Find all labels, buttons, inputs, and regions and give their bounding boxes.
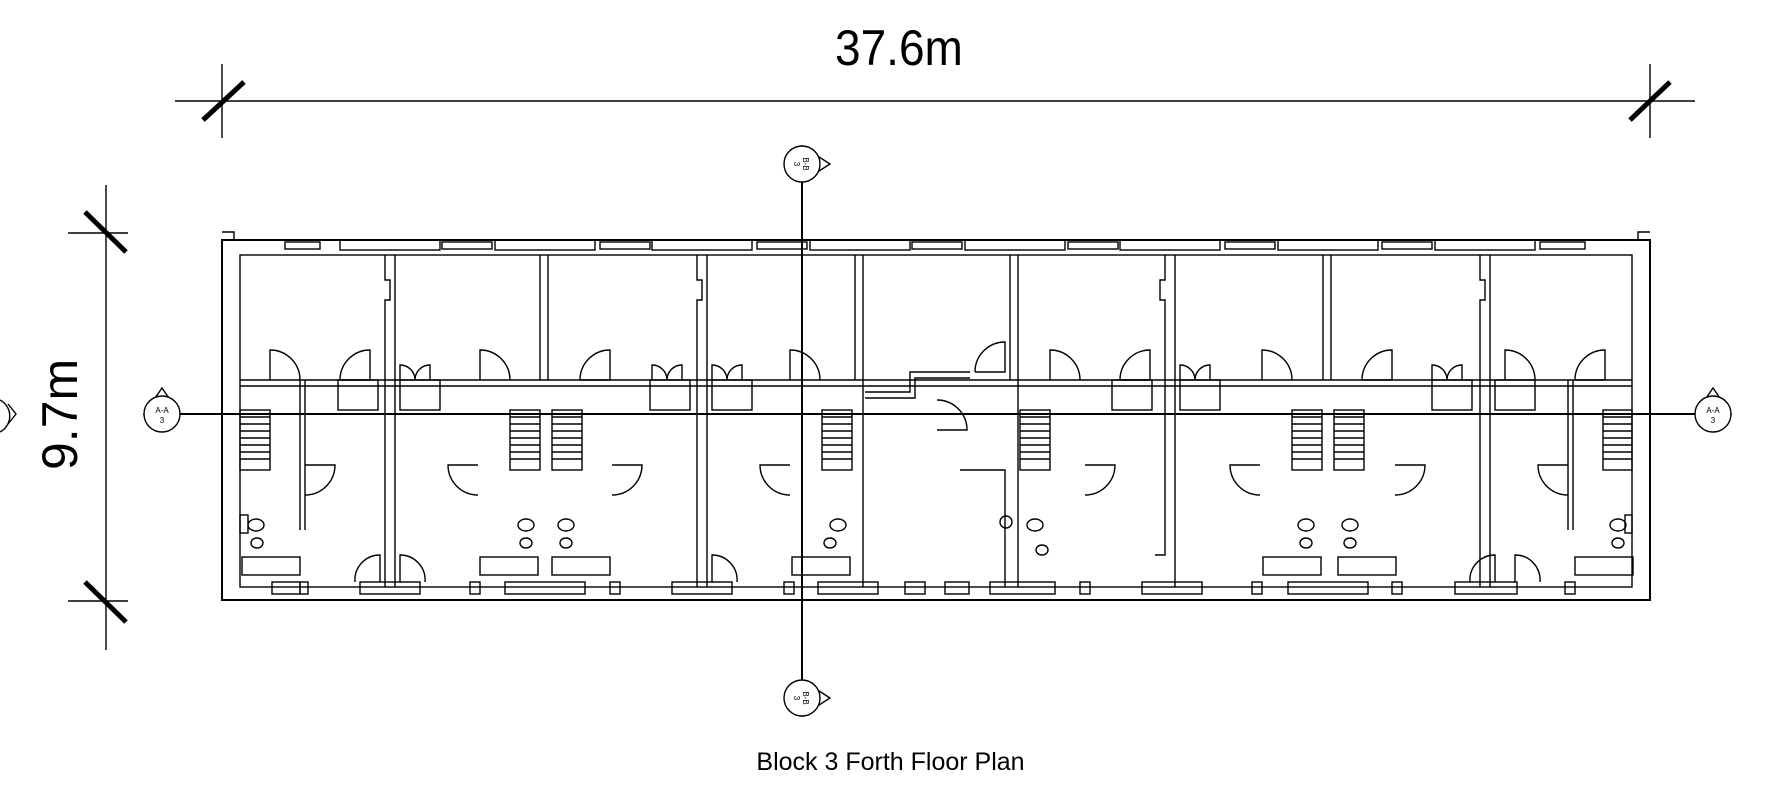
party-walls — [384, 255, 1491, 587]
marker-aa-right-sheet: 3 — [1711, 416, 1716, 425]
door-swings — [269, 341, 1606, 583]
drawing-caption: Block 3 Forth Floor Plan — [756, 748, 1025, 776]
marker-aa-right-label: A-A — [1706, 406, 1720, 415]
width-dimension-label: 37.6m — [835, 20, 963, 76]
marker-bb-top-sheet: 3 — [792, 162, 801, 167]
bottom-windows — [271, 581, 1576, 595]
marker-aa-left-sheet: 3 — [160, 416, 165, 425]
marker-bb-bottom-label: B-B — [801, 691, 810, 704]
height-dimension-label: 9.7m — [32, 358, 88, 470]
toilets — [239, 514, 1633, 556]
marker-bb-bottom-sheet: 3 — [792, 696, 801, 701]
section-marker-partial — [0, 399, 17, 433]
section-marker-aa-right: A-A 3 — [1693, 386, 1733, 433]
closets — [337, 379, 1536, 411]
top-windows — [284, 239, 1586, 251]
outer-walls — [221, 231, 1651, 601]
section-marker-bb-bottom: B-B 3 — [783, 678, 832, 718]
stairs — [239, 409, 1633, 471]
corridor-walls — [240, 371, 1632, 587]
section-marker-aa-left: A-A 3 — [142, 386, 182, 433]
marker-bb-top-label: B-B — [801, 157, 810, 170]
width-dimension-line — [175, 64, 1695, 138]
marker-aa-left-label: A-A — [155, 406, 169, 415]
section-marker-bb-top: B-B 3 — [783, 144, 832, 184]
bathtubs — [241, 556, 1634, 576]
height-dimension-line — [68, 185, 128, 650]
